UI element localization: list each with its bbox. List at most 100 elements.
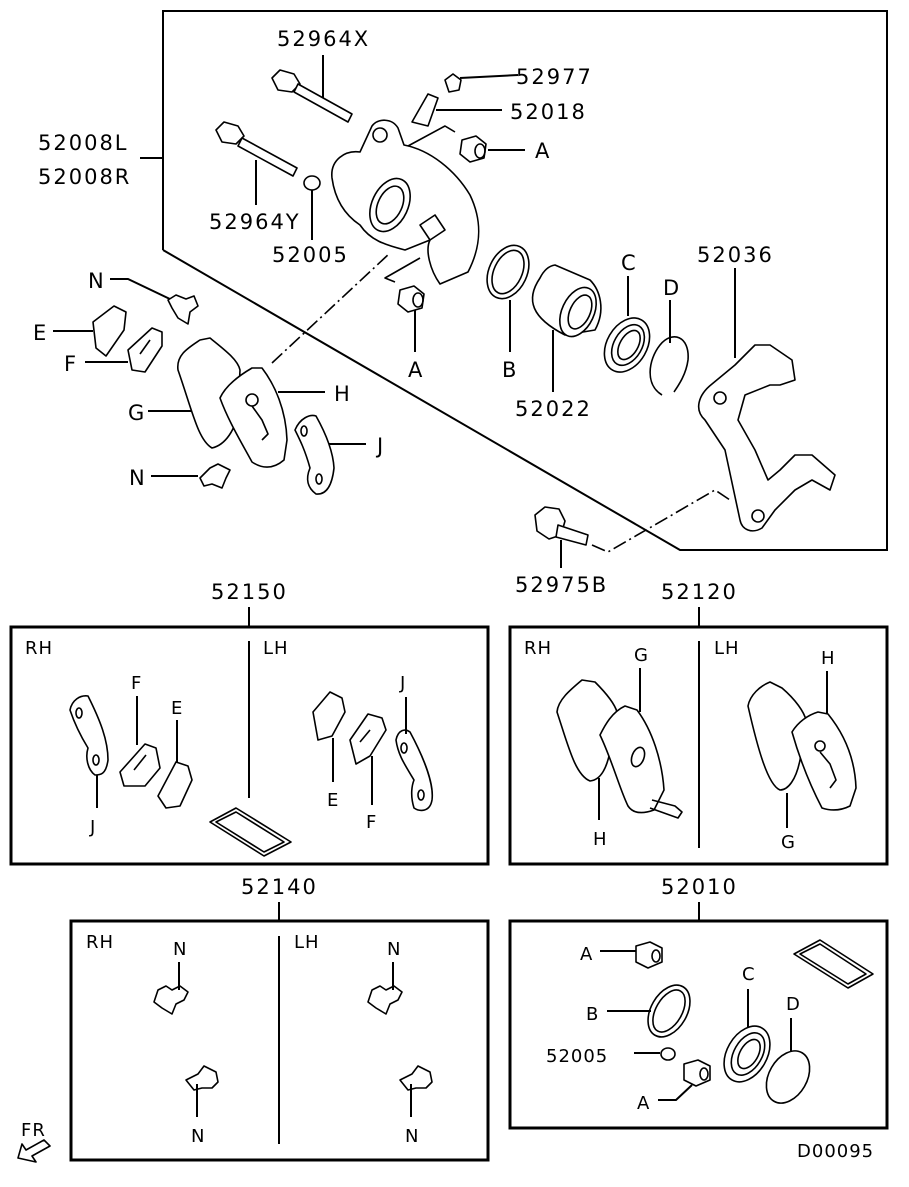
label-n-bottom[interactable]: N <box>129 466 147 490</box>
kit-52150-grease-packet <box>209 807 292 857</box>
clip-j <box>294 414 366 495</box>
kit-52150-lh-clip-j <box>395 729 434 812</box>
label-g[interactable]: G <box>128 401 146 425</box>
kit-52120-lh-label-h: H <box>821 648 836 669</box>
kit-52120-lh-pad-g <box>747 681 807 791</box>
kit-52010-part-no[interactable]: 52010 <box>661 875 738 899</box>
kit-52120-lh-pad-h <box>791 711 857 811</box>
boot-a-top <box>459 135 525 163</box>
clip-n-top <box>110 278 199 325</box>
kit-52010-label-a-bottom: A <box>637 1093 650 1114</box>
label-a-bottom[interactable]: A <box>408 358 424 382</box>
kit-52150: 52150 RH LH J F E E F J <box>9 580 490 866</box>
kit-52140-lh-clip-top <box>367 985 403 1015</box>
label-52977[interactable]: 52977 <box>516 65 593 89</box>
fr-label: FR <box>21 1120 46 1141</box>
bolt-52975B <box>534 489 731 568</box>
kit-52150-lh-shim-e <box>312 691 346 741</box>
support-52036 <box>697 268 836 532</box>
kit-52150-rh-shim-f <box>119 743 161 787</box>
kit-52140-rh-label: RH <box>86 932 114 953</box>
kit-52120-frame <box>508 625 889 866</box>
front-direction-indicator: FR <box>17 1120 51 1163</box>
guide-pin-y <box>215 121 298 205</box>
center-line <box>271 252 391 364</box>
kit-52120-rh-label: RH <box>524 638 552 659</box>
kit-52150-rh-shim-e <box>157 761 193 809</box>
kit-52150-rh-label: RH <box>25 638 53 659</box>
kit-52150-part-no[interactable]: 52150 <box>211 580 288 604</box>
kit-52120-lh-label: LH <box>714 638 740 659</box>
kit-52150-frame <box>9 625 490 866</box>
label-52022[interactable]: 52022 <box>515 397 592 421</box>
kit-52010-boot-a-bottom <box>683 1059 711 1087</box>
label-52964X[interactable]: 52964X <box>277 27 370 51</box>
kit-52010-label-d: D <box>786 994 801 1015</box>
kit-52140: 52140 RH LH N N N N <box>69 875 490 1162</box>
kit-52010-frame <box>508 919 889 1130</box>
label-c[interactable]: C <box>621 251 638 275</box>
drawing-code: D00095 <box>797 1141 874 1162</box>
main-assembly-frame <box>162 10 888 551</box>
kit-52140-part-no[interactable]: 52140 <box>241 875 318 899</box>
label-e[interactable]: E <box>33 321 48 345</box>
kit-52120-lh-label-g: G <box>781 832 796 853</box>
kit-52140-lh-clip-bottom <box>399 1065 433 1091</box>
kit-52150-lh-label: LH <box>263 638 289 659</box>
kit-52010: 52010 A B 52005 A C D <box>508 875 889 1130</box>
label-f[interactable]: F <box>64 352 78 376</box>
label-a-top[interactable]: A <box>535 139 551 163</box>
label-j[interactable]: J <box>375 434 385 458</box>
label-52036[interactable]: 52036 <box>697 243 774 267</box>
ring-d <box>649 300 689 396</box>
kit-52120-rh-label-h: H <box>593 829 608 850</box>
kit-52010-label-b: B <box>586 1004 599 1025</box>
kit-52010-ring-d <box>765 1050 811 1104</box>
boot-c <box>603 276 651 373</box>
kit-52140-rh-label-n-bottom: N <box>191 1126 205 1147</box>
label-d[interactable]: D <box>663 276 681 300</box>
kit-52140-rh-clip-bottom <box>185 1065 219 1091</box>
label-52018[interactable]: 52018 <box>510 100 587 124</box>
label-h[interactable]: H <box>334 382 352 406</box>
bleeder <box>411 73 519 127</box>
kit-52150-rh-label-f: F <box>131 673 142 694</box>
label-52005[interactable]: 52005 <box>272 243 349 267</box>
kit-52150-lh-label-e: E <box>327 790 339 811</box>
label-52008R[interactable]: 52008R <box>38 165 131 189</box>
piston-52022 <box>531 264 602 392</box>
label-52008L[interactable]: 52008L <box>38 131 129 155</box>
label-n-top[interactable]: N <box>88 269 106 293</box>
kit-52150-lh-shim-f <box>349 713 387 765</box>
kit-52140-rh-clip-top <box>153 985 189 1015</box>
kit-52010-label-c: C <box>742 964 756 985</box>
kit-52150-rh-clip-j <box>69 695 109 776</box>
kit-52010-grease-packet <box>793 939 874 989</box>
shim-f <box>85 327 163 373</box>
label-b[interactable]: B <box>502 358 518 382</box>
kit-52010-seal-b <box>647 984 691 1038</box>
boot-a-bottom <box>384 257 425 352</box>
kit-52120-part-no[interactable]: 52120 <box>661 580 738 604</box>
kit-52120: 52120 RH LH G H H G <box>508 580 889 866</box>
kit-52010-boot-c <box>723 1025 771 1083</box>
main-assembly: 52008L 52008R 52964X 52964Y 52005 <box>33 10 888 597</box>
kit-52010-boot-a-top <box>635 941 663 969</box>
kit-52140-frame <box>69 919 490 1162</box>
kit-52010-bushing <box>660 1047 676 1061</box>
pad-h <box>219 367 325 468</box>
caliper-body <box>331 119 480 285</box>
kit-52120-rh-label-g: G <box>634 645 649 666</box>
seal-b <box>486 244 530 352</box>
label-52964Y[interactable]: 52964Y <box>209 210 301 234</box>
kit-52010-label-52005: 52005 <box>546 1046 608 1067</box>
label-52975B[interactable]: 52975B <box>515 573 608 597</box>
kit-52010-label-a-top: A <box>580 944 593 965</box>
clip-n-bottom <box>151 463 231 489</box>
kit-52140-rh-label-n-top: N <box>173 939 187 960</box>
kit-52150-lh-label-j: J <box>399 673 406 694</box>
kit-52150-lh-label-f: F <box>366 812 377 833</box>
shim-e <box>53 305 127 357</box>
fr-arrow-icon <box>17 1139 51 1163</box>
